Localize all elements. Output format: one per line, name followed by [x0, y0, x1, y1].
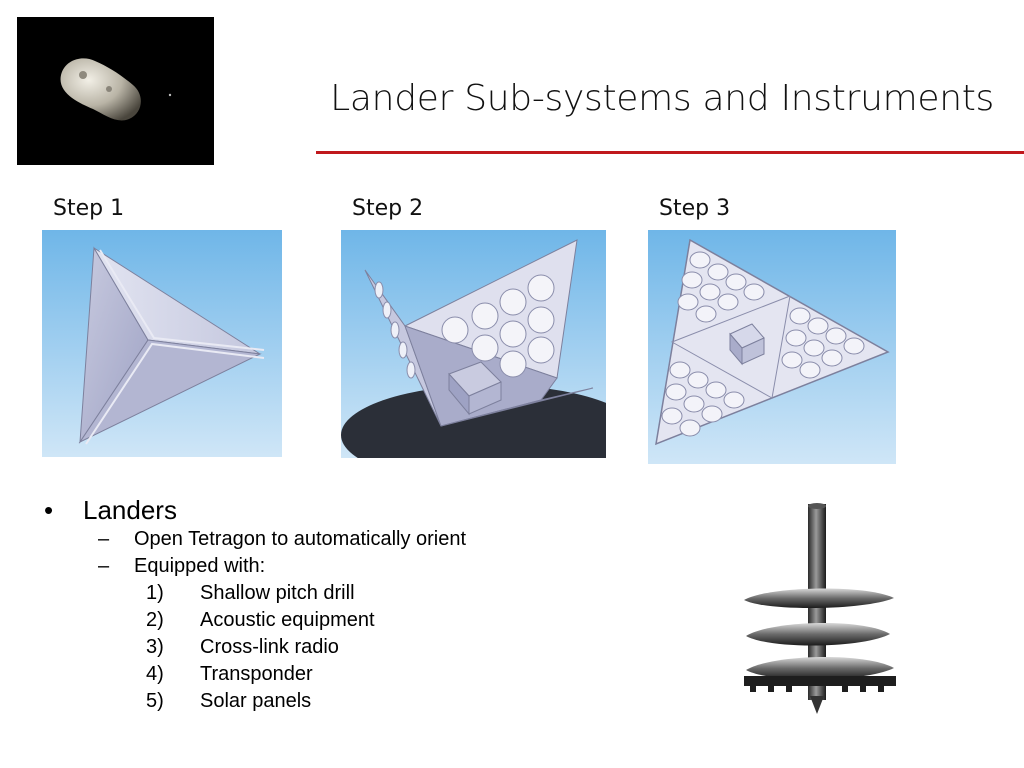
numbered-item: 5) Solar panels — [146, 688, 600, 715]
step-1-image — [42, 230, 282, 457]
drill-image — [738, 500, 900, 718]
numbered-item: 4) Transponder — [146, 661, 600, 688]
dash-marker: – — [98, 555, 110, 577]
item-number: 2) — [146, 609, 164, 631]
sub-bullet: – Open Tetragon to automatically orient — [98, 526, 600, 553]
numbered-item: 1) Shallow pitch drill — [146, 580, 600, 607]
bullet-text: Landers — [83, 495, 177, 525]
bullet-landers: • Landers — [40, 494, 600, 526]
slide-title: Lander Sub-systems and Instruments — [330, 78, 994, 119]
item-number: 1) — [146, 582, 164, 604]
item-text: Acoustic equipment — [200, 609, 375, 631]
step-3-image — [648, 230, 896, 464]
sub-bullet: – Equipped with: — [98, 553, 600, 580]
step-2-label: Step 2 — [352, 196, 424, 221]
step-2-image — [341, 230, 641, 485]
item-text: Cross-link radio — [200, 636, 339, 658]
item-text: Shallow pitch drill — [200, 582, 355, 604]
step-1-label: Step 1 — [53, 196, 125, 221]
dash-marker: – — [98, 528, 110, 550]
item-number: 3) — [146, 636, 164, 658]
sub-bullet-text: Equipped with: — [134, 555, 266, 577]
sub-bullet-text: Open Tetragon to automatically orient — [134, 528, 467, 550]
numbered-item: 2) Acoustic equipment — [146, 607, 600, 634]
step-3-label: Step 3 — [659, 196, 731, 221]
item-number: 4) — [146, 663, 164, 685]
lander-bullet-list: • Landers – Open Tetragon to automatical… — [40, 494, 600, 715]
bullet-marker: • — [44, 495, 54, 525]
item-text: Solar panels — [200, 690, 312, 712]
item-number: 5) — [146, 690, 164, 712]
numbered-item: 3) Cross-link radio — [146, 634, 600, 661]
item-text: Transponder — [200, 663, 313, 685]
title-rule — [316, 151, 1024, 154]
asteroid-image — [17, 17, 214, 165]
